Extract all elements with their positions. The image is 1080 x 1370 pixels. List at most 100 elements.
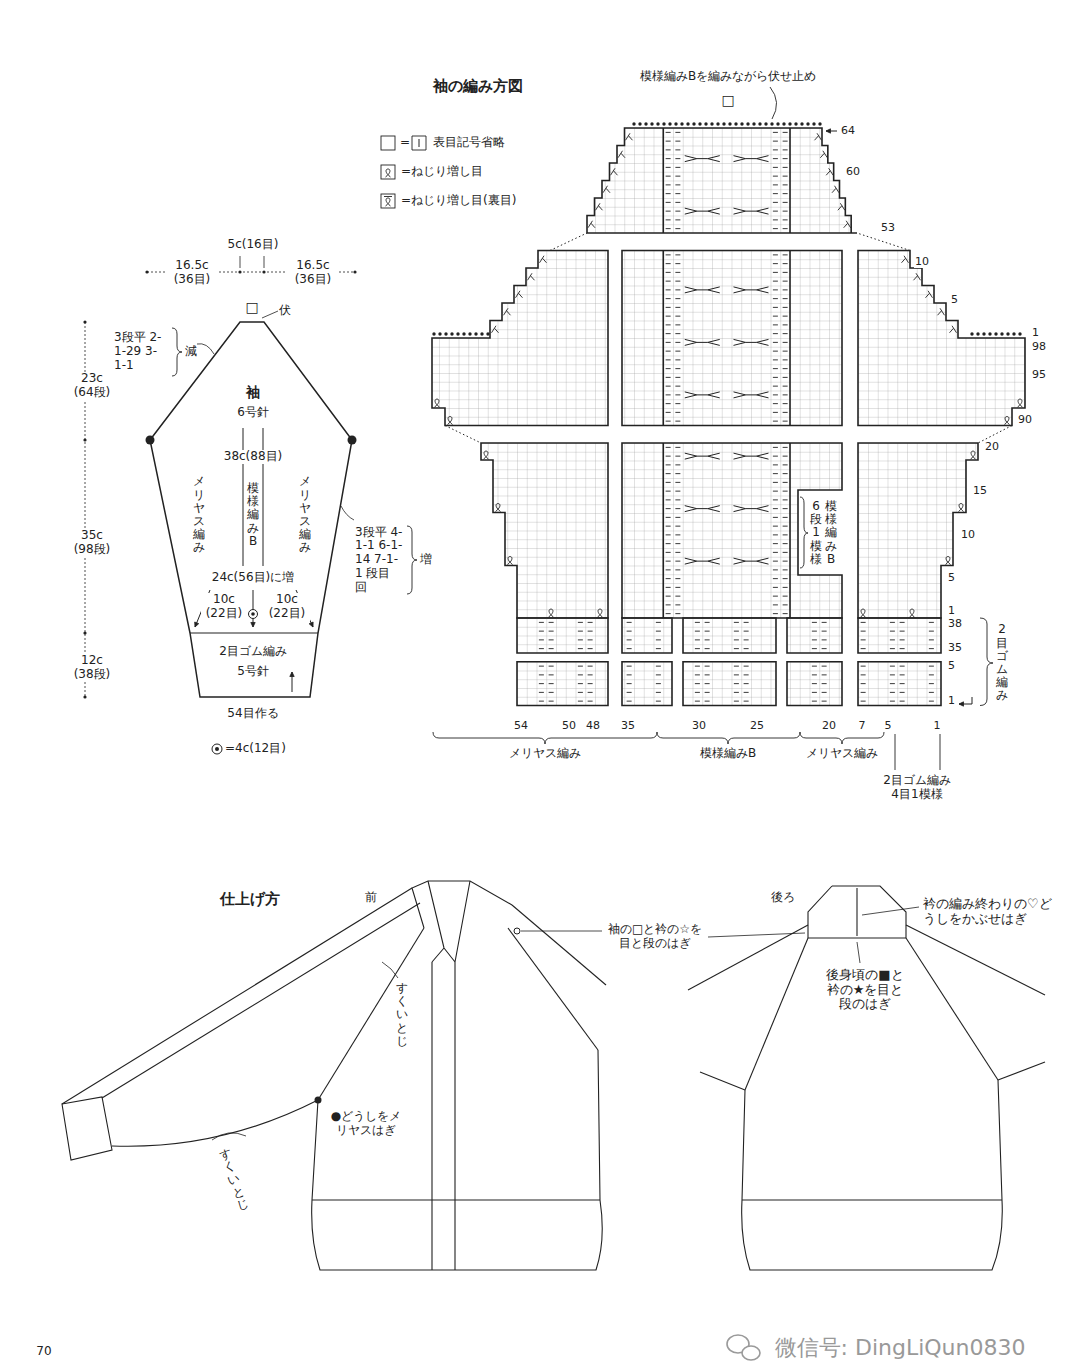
purl-symbol xyxy=(656,692,661,693)
purl-symbol xyxy=(773,561,778,562)
purl-symbol xyxy=(666,298,671,299)
pattern-border xyxy=(662,128,664,233)
purl-symbol xyxy=(666,254,671,255)
purl-symbol xyxy=(666,132,671,133)
bind-off-dot xyxy=(438,332,441,335)
purl-symbol xyxy=(773,342,778,343)
purl-symbol xyxy=(675,412,680,413)
purl-symbol xyxy=(783,543,788,544)
twist-increase-symbol xyxy=(598,609,603,617)
grid-block xyxy=(481,443,608,618)
purl-symbol xyxy=(773,394,778,395)
purl-symbol xyxy=(783,412,788,413)
bind-off-dot xyxy=(474,332,477,335)
arrow-line xyxy=(253,590,254,627)
row-number: 10 xyxy=(914,256,930,269)
purl-symbol xyxy=(666,473,671,474)
bind-off-dot xyxy=(656,122,659,125)
purl-symbol xyxy=(773,281,778,282)
bind-off-dot xyxy=(674,122,677,125)
purl-symbol xyxy=(861,666,866,667)
note: =4c(12目) xyxy=(224,742,287,756)
stitch-number: 7 xyxy=(858,720,867,733)
purl-symbol xyxy=(666,324,671,325)
leader-line xyxy=(382,962,398,978)
purl-symbol xyxy=(675,289,680,290)
legend-text: =ねじり増し目 xyxy=(400,165,484,179)
purl-symbol xyxy=(666,587,671,588)
purl-symbol xyxy=(666,193,671,194)
purl-symbol xyxy=(675,604,680,605)
purl-symbol xyxy=(773,526,778,527)
purl-symbol xyxy=(890,639,895,640)
cable-symbol xyxy=(734,208,769,214)
sleeve-schematic: 袖6号針38c(88目)メリヤス編み模様編みBメリヤス編み24c(56目)に増1… xyxy=(130,300,370,710)
arrow-head xyxy=(195,622,199,627)
purl-symbol xyxy=(549,622,554,623)
purl-symbol xyxy=(666,482,671,483)
repeat-note: 6段1模様 xyxy=(810,499,822,567)
purl-symbol xyxy=(675,394,680,395)
pattern-border xyxy=(789,443,791,618)
brace xyxy=(172,328,182,376)
purl-symbol xyxy=(675,543,680,544)
purl-symbol xyxy=(929,701,934,702)
purl-symbol xyxy=(812,639,817,640)
row-number: 98 xyxy=(1031,341,1047,354)
purl-symbol xyxy=(773,141,778,142)
bind-off-dot xyxy=(480,332,483,335)
decrease-symbol xyxy=(516,291,523,298)
bind-off-dot xyxy=(1012,332,1015,335)
purl-symbol xyxy=(773,596,778,597)
tick-dot xyxy=(262,270,265,273)
purl-symbol xyxy=(783,281,788,282)
purl-symbol xyxy=(773,499,778,500)
purl-symbol xyxy=(695,622,700,623)
stitch-name: メリヤス編み xyxy=(508,747,582,761)
purl-symbol xyxy=(695,683,700,684)
purl-symbol xyxy=(773,219,778,220)
purl-symbol xyxy=(675,307,680,308)
purl-symbol xyxy=(666,552,671,553)
purl-symbol xyxy=(900,701,905,702)
purl-symbol xyxy=(675,526,680,527)
purl-symbol xyxy=(783,176,788,177)
match-dot xyxy=(146,436,155,445)
bind-off-dot xyxy=(752,122,755,125)
front-outline xyxy=(428,881,470,962)
purl-symbol xyxy=(861,674,866,675)
purl-symbol xyxy=(675,403,680,404)
purl-bar xyxy=(384,196,392,197)
view-name: 前 xyxy=(364,891,378,905)
purl-symbol xyxy=(773,368,778,369)
purl-symbol xyxy=(675,456,680,457)
purl-symbol xyxy=(929,622,934,623)
purl-symbol xyxy=(666,377,671,378)
stitch-number: 30 xyxy=(691,720,707,733)
purl-symbol xyxy=(783,421,788,422)
purl-symbol xyxy=(900,674,905,675)
twist-increase-symbol xyxy=(386,198,391,206)
purl-symbol xyxy=(666,386,671,387)
bracket xyxy=(895,734,940,770)
purl-symbol xyxy=(656,701,661,702)
back-outline xyxy=(856,888,857,936)
cable-symbol xyxy=(685,506,720,512)
purl-symbol xyxy=(675,473,680,474)
twist-increase-symbol xyxy=(386,169,391,177)
purl-symbol xyxy=(890,622,895,623)
finishing-note: すくいとじ xyxy=(396,981,408,1049)
purl-symbol xyxy=(773,464,778,465)
stitch-name: メリヤス編み xyxy=(805,747,879,761)
dimension: 38c(88目) xyxy=(223,450,284,464)
purl-symbol xyxy=(744,648,749,649)
purl-symbol xyxy=(773,578,778,579)
purl-symbol xyxy=(666,141,671,142)
purl-symbol xyxy=(812,648,817,649)
purl-symbol xyxy=(675,552,680,553)
decrease-symbol xyxy=(926,291,933,298)
purl-symbol xyxy=(705,674,710,675)
purl-symbol xyxy=(666,543,671,544)
stitch-name: 模様編みB xyxy=(699,747,757,761)
